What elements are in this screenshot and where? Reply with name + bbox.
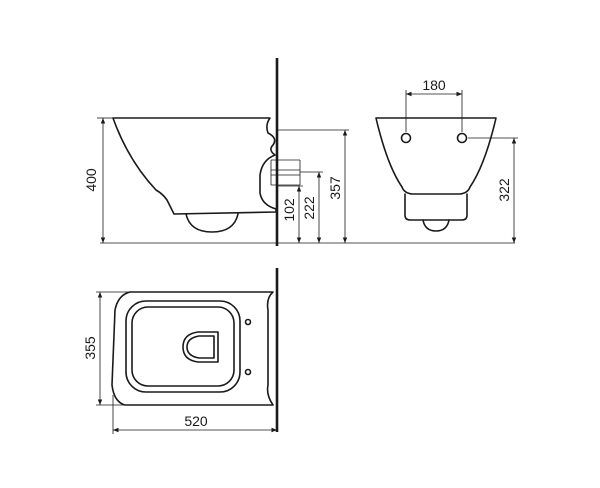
side-view: 400 102 222 357 bbox=[83, 58, 515, 246]
dim-bolt-height: 357 bbox=[277, 129, 349, 243]
dim-400-label: 400 bbox=[83, 168, 99, 192]
dim-side-height: 400 bbox=[83, 117, 113, 243]
dim-inlet-height: 222 bbox=[300, 171, 323, 243]
bowl-front-foot bbox=[422, 219, 450, 232]
bolt-hole-left bbox=[400, 132, 412, 144]
dim-front-height: 322 bbox=[468, 137, 518, 243]
top-view: 355 520 bbox=[82, 268, 279, 434]
dim-bolt-spacing: 180 bbox=[405, 77, 463, 132]
top-bolt-hole-upper bbox=[244, 318, 252, 326]
bowl-front-outline bbox=[375, 117, 497, 195]
dim-outlet-height: 102 bbox=[276, 185, 303, 243]
bowl-base bbox=[185, 213, 239, 233]
dim-102-label: 102 bbox=[281, 198, 297, 222]
drain-inner bbox=[186, 335, 215, 359]
dim-322-label: 322 bbox=[496, 178, 512, 202]
seat-rim bbox=[125, 300, 241, 393]
dim-355-label: 355 bbox=[82, 336, 98, 360]
dim-520-label: 520 bbox=[184, 413, 208, 429]
dim-180-label: 180 bbox=[422, 77, 446, 93]
inlet-pipes bbox=[270, 159, 301, 186]
seat-inner bbox=[131, 306, 235, 387]
drain-outer bbox=[182, 331, 219, 363]
top-bolt-hole-lower bbox=[244, 368, 252, 376]
dim-222-label: 222 bbox=[301, 196, 317, 220]
dim-357-label: 357 bbox=[327, 176, 343, 200]
bowl-front-base bbox=[404, 193, 468, 221]
dim-width: 355 bbox=[82, 291, 130, 406]
bowl-top-outline bbox=[111, 291, 274, 406]
dim-length: 520 bbox=[112, 395, 277, 434]
bowl-side-outline bbox=[112, 117, 277, 215]
bolt-hole-right bbox=[456, 132, 468, 144]
front-view: 180 322 bbox=[375, 77, 518, 243]
